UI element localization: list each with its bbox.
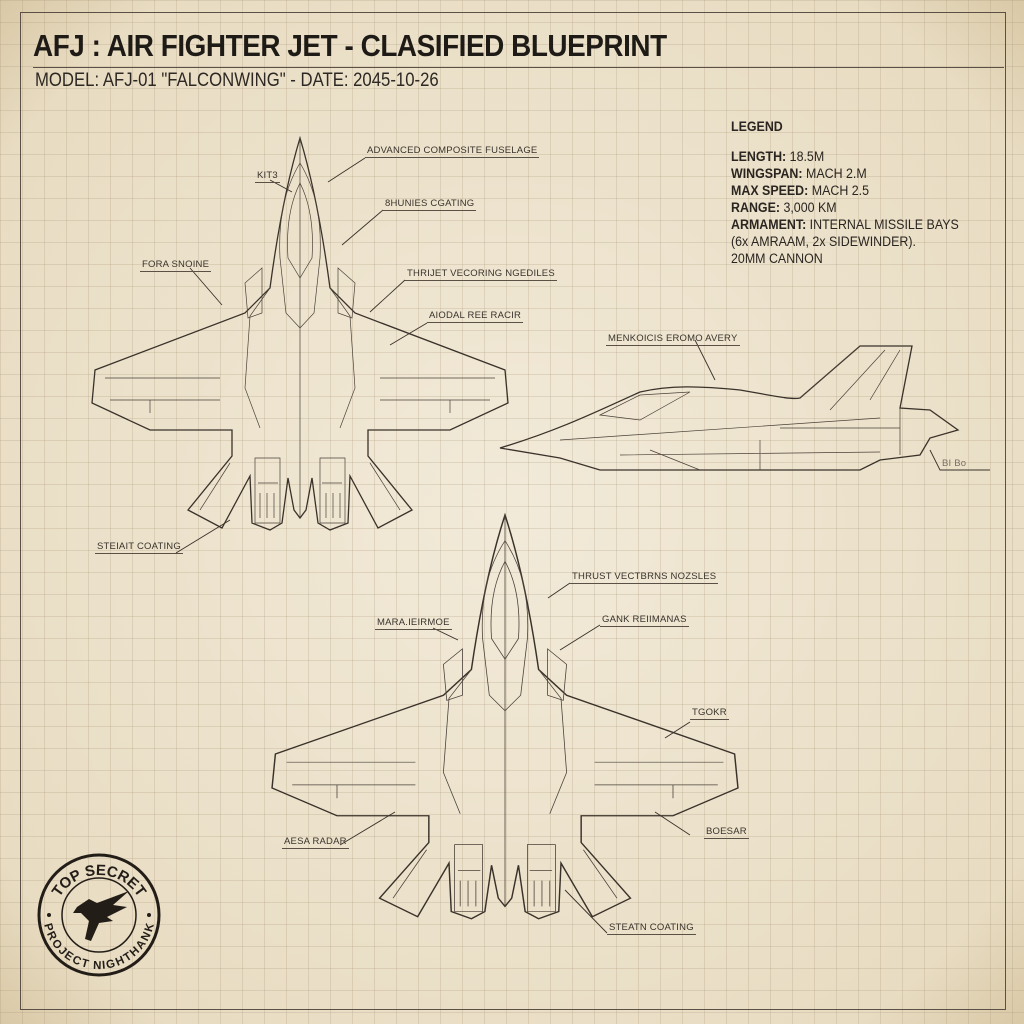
legend-value: 18.5M xyxy=(789,149,825,164)
label-radar: AIODAL REE RACIR xyxy=(427,310,524,323)
label-bottom-left: MARA.IEIRMOE xyxy=(375,617,452,630)
blueprint-frame xyxy=(20,12,1006,1010)
legend-heading: LEGEND xyxy=(731,119,783,134)
title-divider xyxy=(33,67,1004,68)
label-bottom-stealth: STEATN COATING xyxy=(607,922,696,935)
legend-item-length: LENGTH: 18.5M xyxy=(731,148,959,165)
top-secret-stamp: TOP SECRET PROJECT NIGHTHANK xyxy=(37,853,161,977)
legend-item-armament: ARMAMENT: INTERNAL MISSILE BAYS xyxy=(731,216,959,233)
stamp-bottom-text: PROJECT NIGHTHANK xyxy=(41,921,157,972)
label-bottom-tgokr: TGOKR xyxy=(690,707,729,720)
legend-key: MAX SPEED: xyxy=(731,183,809,198)
legend-key: LENGTH: xyxy=(731,149,787,164)
legend-key: RANGE: xyxy=(731,200,780,215)
page-subtitle: MODEL: AFJ-01 "FALCONWING" - DATE: 2045-… xyxy=(35,70,439,91)
label-fuselage: ADVANCED COMPOSITE FUSELAGE xyxy=(365,145,540,158)
leader-lines xyxy=(175,157,990,934)
label-side-tail: BI Bo xyxy=(942,458,967,469)
legend-item-range: RANGE: 3,000 KM xyxy=(731,199,959,216)
eagle-icon xyxy=(73,891,129,941)
label-bottom-boesar: BOESAR xyxy=(704,826,749,839)
legend-value: INTERNAL MISSILE BAYS xyxy=(809,217,959,232)
legend-value: MACH 2.M xyxy=(805,166,867,181)
legend-armament-line2: (6x AMRAAM, 2x SIDEWINDER). xyxy=(731,234,916,249)
legend: LEGEND LENGTH: 18.5M WINGSPAN: MACH 2.M … xyxy=(731,118,959,267)
legend-armament-line3: 20MM CANNON xyxy=(731,251,823,266)
label-engine: FORA SNOINE xyxy=(140,259,212,272)
legend-value: 3,000 KM xyxy=(783,200,837,215)
legend-item-wingspan: WINGSPAN: MACH 2.M xyxy=(731,165,959,182)
label-stealth: STEIAIT COATING xyxy=(95,541,183,554)
label-kit: KIT3 xyxy=(255,170,280,183)
label-coating: 8HUNIES CGATING xyxy=(383,198,477,211)
jet-top-view xyxy=(91,137,509,531)
label-thrust: THRIJET VECORING NGEDILES xyxy=(405,268,557,281)
legend-key: ARMAMENT: xyxy=(731,217,807,232)
legend-value: MACH 2.5 xyxy=(811,183,870,198)
legend-item-max-speed: MAX SPEED: MACH 2.5 xyxy=(731,182,959,199)
legend-key: WINGSPAN: xyxy=(731,166,803,181)
label-bottom-aesa: AESA RADAR xyxy=(282,836,349,849)
label-bottom-gan: GANK REIIMANAS xyxy=(600,614,689,627)
page-title: AFJ : AIR FIGHTER JET - CLASIFIED BLUEPR… xyxy=(33,28,667,63)
jet-side-view xyxy=(499,345,960,471)
label-side-top: MENKOICIS EROMO AVERY xyxy=(606,333,740,346)
label-bottom-thrust: THRUST VECTBRNS NOZSLES xyxy=(570,571,719,584)
